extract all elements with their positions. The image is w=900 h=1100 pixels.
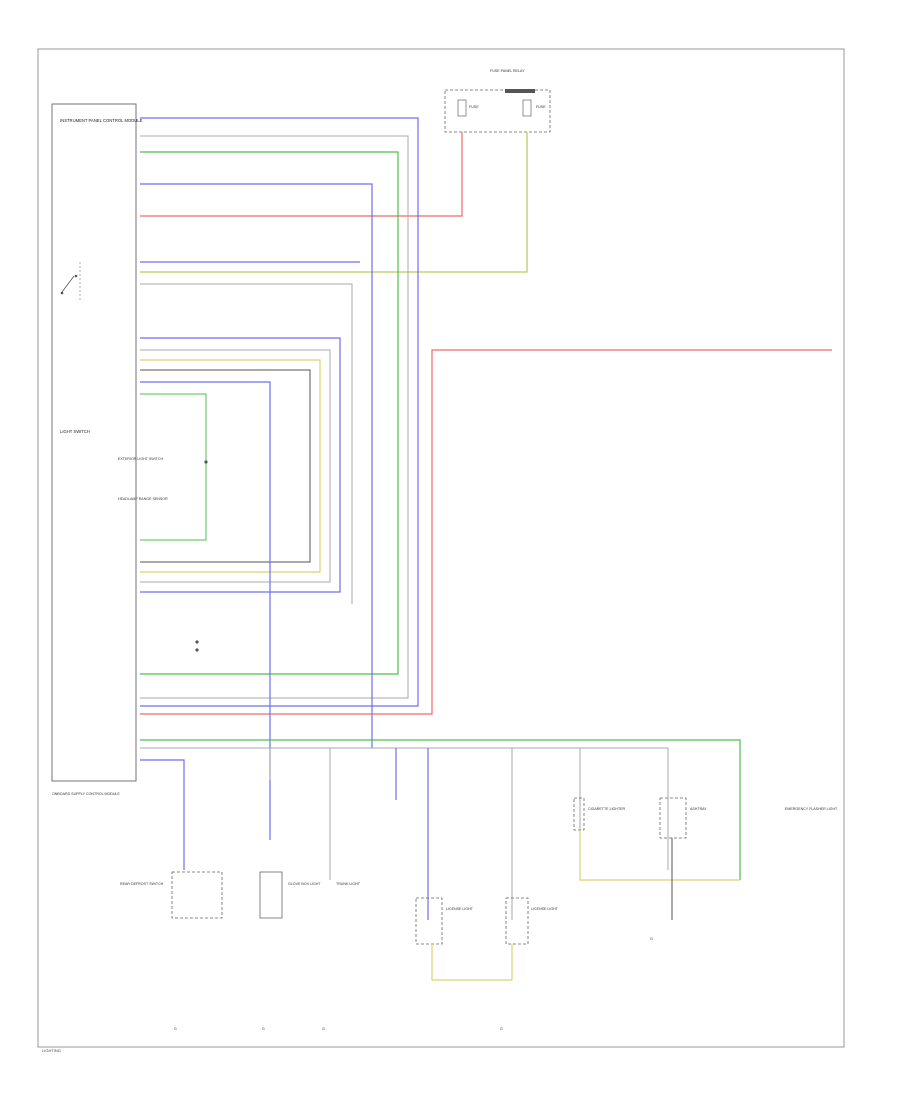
wire-blue-bottom [140, 759, 185, 870]
wire-yellow-1 [140, 359, 321, 573]
svg-text:EXTERIOR LIGHT SWITCH: EXTERIOR LIGHT SWITCH [118, 457, 163, 461]
ground-4: G [500, 1027, 503, 1031]
svg-text:G: G [262, 1027, 265, 1031]
wire-grey-2 [140, 283, 353, 604]
footer-code: LIGHTING [42, 1048, 61, 1053]
fuse-a-symbol: FUSE [457, 99, 479, 117]
license-light-right: LICENSE LIGHT [505, 897, 559, 945]
svg-text:REAR DEFROST SWITCH: REAR DEFROST SWITCH [120, 882, 164, 886]
wire-dark-1 [140, 369, 311, 563]
svg-text:ASHTRAY: ASHTRAY [690, 807, 707, 811]
fuse-panel-label: FUSE PANEL RELAY [490, 69, 525, 73]
emergency-light: EMERGENCY FLASHER LIGHT [785, 807, 838, 811]
svg-text:LICENSE LIGHT: LICENSE LIGHT [446, 907, 474, 911]
light-switch-label: LIGHT SWITCH [60, 429, 90, 434]
svg-text:EMERGENCY FLASHER LIGHT: EMERGENCY FLASHER LIGHT [785, 807, 838, 811]
license-light-left: LICENSE LIGHT [415, 897, 474, 945]
wire-blue-5 [140, 381, 271, 840]
wire-ground-license [431, 944, 513, 981]
onboard-control-label: ONBOARD SUPPLY CONTROL MODULE [52, 792, 120, 796]
wire-yellowgreen-fuse-b [140, 132, 528, 273]
fuse-panel-box [444, 89, 551, 133]
svg-text:TRUNK LIGHT: TRUNK LIGHT [336, 882, 361, 886]
svg-text:G: G [500, 1027, 503, 1031]
rear-defrost-switch: REAR DEFROST SWITCH [120, 871, 223, 919]
wire-grey-bottom [140, 747, 669, 870]
ground-3: G [322, 1027, 325, 1031]
fuse-b-symbol: FUSE [522, 99, 546, 117]
svg-text:G: G [322, 1027, 325, 1031]
wire-red-fuse-a [140, 132, 463, 217]
svg-text:CIGARETTE LIGHTER: CIGARETTE LIGHTER [588, 807, 626, 811]
wire-green-1 [140, 151, 399, 675]
main-module-box [51, 103, 137, 782]
ground-5: G [650, 937, 653, 941]
wire-red-long [140, 349, 832, 715]
wire-blue-4 [140, 337, 341, 593]
svg-text:FUSE: FUSE [469, 105, 479, 109]
wire-ground-lighter [579, 830, 740, 881]
main-module-label: INSTRUMENT PANEL CONTROL MODULE [60, 118, 143, 123]
svg-text:G: G [650, 937, 653, 941]
svg-text:GLOVE BOX LIGHT: GLOVE BOX LIGHT [288, 882, 321, 886]
wire-green-2 [140, 393, 207, 541]
light-switch-symbol [60, 262, 81, 300]
ground-2: G [262, 1027, 265, 1031]
trunk-light: TRUNK LIGHT [336, 882, 361, 886]
svg-text:G: G [174, 1027, 177, 1031]
wire-grey-1 [140, 135, 409, 699]
wire-blue-1 [140, 117, 419, 707]
glove-box-light: GLOVE BOX LIGHT [259, 871, 321, 919]
svg-text:HEADLAMP RANGE SENSOR: HEADLAMP RANGE SENSOR [118, 497, 168, 501]
wire-blue-2 [140, 183, 373, 748]
ground-1: G [174, 1027, 177, 1031]
headlamp-sensor: HEADLAMP RANGE SENSOR [118, 497, 199, 652]
fuse-panel-bar [505, 89, 535, 93]
exterior-light-switch: EXTERIOR LIGHT SWITCH [118, 457, 208, 464]
svg-text:LICENSE LIGHT: LICENSE LIGHT [531, 907, 559, 911]
cigarette-lighter: CIGARETTE LIGHTER [573, 797, 626, 831]
wire-grey-3 [140, 349, 331, 583]
svg-text:FUSE: FUSE [536, 105, 546, 109]
ashtray: ASHTRAY [659, 797, 707, 839]
diagram-frame [37, 48, 845, 1048]
wire-green-bottom [140, 739, 741, 880]
